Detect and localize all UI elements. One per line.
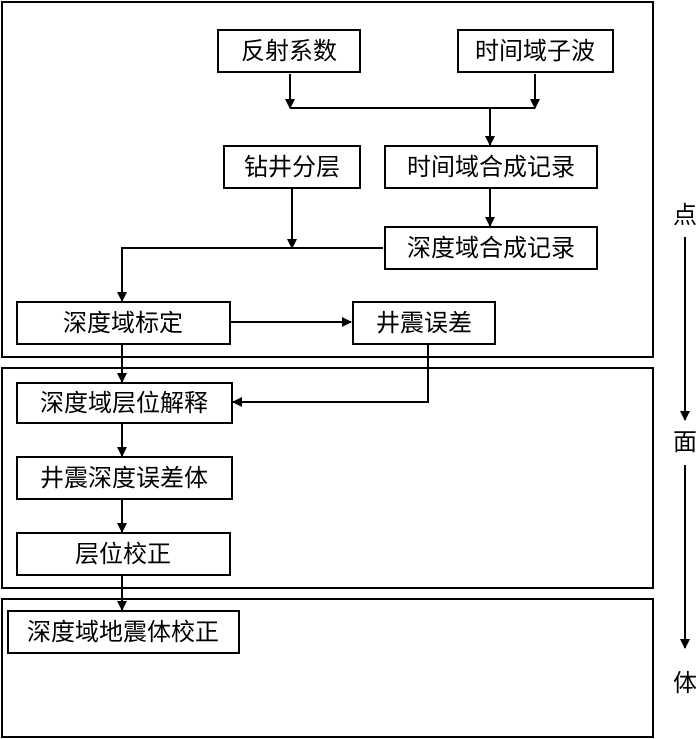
node-depth-calibration: 深度域标定 [16,301,231,345]
node-depth-calibration-label: 深度域标定 [63,309,183,337]
node-well-seismic-depth-error-volume: 井震深度误差体 [16,456,233,500]
progression-label-volume: 体 [673,669,697,697]
node-reflection-coefficient-label: 反射系数 [241,37,337,65]
node-well-seismic-depth-error-volume-label: 井震深度误差体 [40,464,208,492]
node-horizon-correction: 层位校正 [16,532,231,576]
node-reflection-coefficient: 反射系数 [217,29,361,73]
node-well-layering: 钻井分层 [223,145,361,189]
node-time-synthetic-record-label: 时间域合成记录 [407,153,575,181]
node-well-layering-label: 钻井分层 [244,153,340,181]
node-depth-horizon-interpretation-label: 深度域层位解释 [40,389,208,417]
section-point [1,1,654,358]
section-surface [1,367,654,589]
node-depth-horizon-interpretation: 深度域层位解释 [16,382,233,424]
node-depth-seismic-volume-correction-label: 深度域地震体校正 [27,618,219,646]
node-well-seismic-error-label: 井震误差 [376,309,472,337]
node-well-seismic-error: 井震误差 [352,301,496,345]
node-depth-seismic-volume-correction: 深度域地震体校正 [7,610,240,654]
node-depth-synthetic-record: 深度域合成记录 [384,226,598,270]
progression-label-surface: 面 [673,428,697,456]
node-time-wavelet: 时间域子波 [457,29,614,73]
edge-error-to-interp [232,343,429,407]
edge-depth-synthetic-to-calibration [117,247,383,302]
node-horizon-correction-label: 层位校正 [75,540,171,568]
node-time-wavelet-label: 时间域子波 [475,37,595,65]
section-volume [1,598,654,738]
progression-label-point: 点 [673,201,697,229]
node-depth-synthetic-record-label: 深度域合成记录 [407,234,575,262]
node-time-synthetic-record: 时间域合成记录 [384,145,598,189]
